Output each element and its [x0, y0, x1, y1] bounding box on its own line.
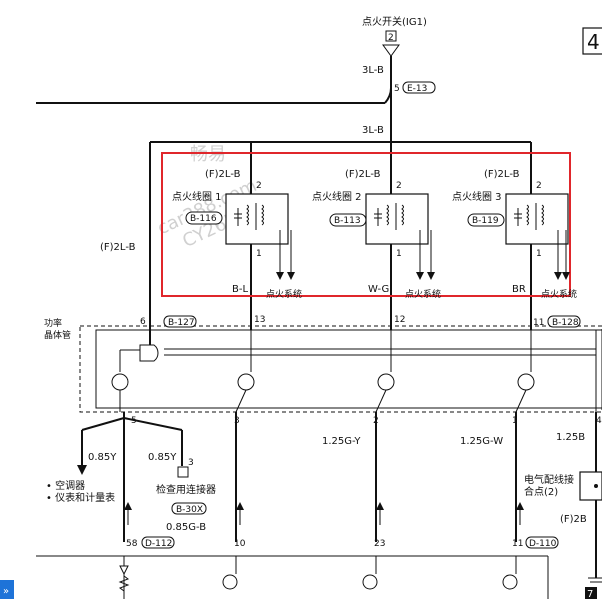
wire-3lb-bus: 3L-B	[362, 125, 384, 136]
coil3-connector: B-119	[472, 216, 499, 226]
transistor-3-icon	[517, 373, 535, 391]
ecu-pin-10: 10	[234, 539, 246, 549]
coil1-out-wire: B-L	[232, 284, 248, 295]
bottom-pin-4: 4	[596, 416, 602, 426]
corner-badge-arrow-icon: »	[3, 586, 9, 597]
transistor-inner-box	[95, 329, 602, 409]
bottom-pin-1: 1	[512, 416, 518, 426]
watermark-line1: 畅易	[190, 144, 226, 165]
coil2-name: 点火线圈 2	[312, 190, 362, 203]
ecu-driver-2-icon	[362, 574, 378, 590]
coil3-secondary-icon	[541, 204, 544, 226]
wire-085y-a: 0.85Y	[88, 452, 117, 463]
ecu-connector-d112: D-112	[145, 539, 172, 549]
coil2-box	[365, 193, 429, 245]
check-connector-icon	[177, 466, 189, 478]
ecu-connector-d110: D-110	[529, 539, 557, 549]
corner-badge[interactable]	[0, 580, 14, 599]
coil1-secondary-icon	[261, 204, 264, 226]
transistor-label-2: 晶体管	[44, 329, 71, 341]
transistor-connector-right-box	[547, 315, 581, 328]
wire-085y-b: 0.85Y	[148, 452, 177, 463]
coil2-pin-in: 2	[396, 181, 402, 191]
coil2-pin-out: 1	[396, 249, 402, 259]
ground-number-box	[585, 587, 597, 599]
switch-pin-box	[385, 30, 397, 42]
check-label: 检查用连接器	[156, 483, 216, 496]
transistor-pin-13: 13	[254, 315, 265, 325]
transistor-pin-left: 6	[140, 317, 146, 327]
wire-125gy: 1.25G-Y	[322, 436, 361, 447]
coil2-secondary-icon	[401, 204, 404, 226]
coil3-name: 点火线圈 3	[452, 190, 502, 203]
coil1-name: 点火线圈 1	[172, 190, 222, 203]
ecu-connector-d112-box	[141, 536, 175, 549]
coil2-primary-icon	[386, 204, 389, 226]
transistor-module	[79, 325, 602, 413]
transistor-connector-left: B-127	[168, 318, 195, 328]
wire-085gb: 0.85G-B	[166, 522, 206, 533]
check-pin: 3	[188, 458, 194, 468]
coil1-pin-out: 1	[256, 249, 262, 259]
wire-f2b: (F)2B	[560, 514, 587, 525]
ecu-pin-11: 11	[512, 539, 523, 549]
ground-label-1: 电气配线接	[524, 473, 574, 486]
ecu-driver-3-icon	[502, 574, 518, 590]
coil2-in-wire: (F)2L-B	[345, 169, 381, 180]
coil1-box	[225, 193, 289, 245]
ignition-switch-label: 点火开关(IG1)	[362, 15, 427, 28]
transistor-connector-right: B-128	[552, 318, 579, 328]
left-wire-label: (F)2L-B	[100, 242, 136, 253]
junction-pin: 5	[394, 84, 400, 94]
coil1-connector-box	[185, 211, 223, 225]
transistor-connector-left-box	[163, 315, 197, 328]
coil1-connector: B-116	[190, 214, 217, 224]
coil2-connector: B-113	[334, 216, 361, 226]
coil2-out-wire: W-G	[368, 284, 389, 295]
coil2-sub: 点火系统	[405, 288, 441, 300]
ground-label-2: 合点(2)	[524, 485, 558, 498]
coil3-sub: 点火系统	[541, 288, 577, 300]
wire-3lb-top: 3L-B	[362, 65, 384, 76]
transistor-pin-11: 11	[533, 318, 544, 328]
page-number-box	[582, 27, 602, 55]
switch-pin: 2	[388, 33, 394, 43]
coil3-pin-in: 2	[536, 181, 542, 191]
switch-terminal-icon	[382, 44, 400, 57]
page-number: 4	[587, 30, 600, 54]
wire-125b: 1.25B	[556, 432, 585, 443]
coil3-primary-icon	[526, 204, 529, 226]
highlight-box	[161, 152, 571, 297]
bullet-ac: • 空调器	[46, 479, 85, 492]
coil1-pin-in: 2	[256, 181, 262, 191]
ecu-connector-d110-box	[525, 536, 559, 549]
ecu-driver-1-icon	[222, 574, 238, 590]
coil1-in-wire: (F)2L-B	[205, 169, 241, 180]
check-connector: B-30X	[176, 505, 203, 515]
junction-connector-box	[402, 81, 436, 94]
transistor-pin-12: 12	[394, 315, 405, 325]
coil3-pin-out: 1	[536, 249, 542, 259]
wire-125gw: 1.25G-W	[460, 436, 503, 447]
coil1-sub: 点火系统	[266, 288, 302, 300]
coil3-out-wire: BR	[512, 284, 526, 295]
coil3-connector-box	[467, 213, 505, 227]
bullet-meters: • 仪表和计量表	[46, 491, 115, 504]
and-gate-icon	[139, 344, 159, 362]
coil3-box	[505, 193, 569, 245]
transistor-1-icon	[237, 373, 255, 391]
transistor-2-icon	[377, 373, 395, 391]
transistor-source-icon	[111, 373, 129, 391]
junction-connector: E-13	[407, 84, 427, 94]
ecu-pin-58: 58	[126, 539, 138, 549]
ecu-resistor-icon	[118, 575, 130, 592]
check-connector-box	[171, 502, 207, 515]
transistor-label-1: 功率	[44, 317, 62, 329]
ground-number: 7	[587, 589, 593, 599]
coil1-primary-icon	[246, 204, 249, 226]
ecu-pin-23: 23	[374, 539, 385, 549]
ground-junction-box	[579, 471, 602, 501]
coil3-in-wire: (F)2L-B	[484, 169, 520, 180]
